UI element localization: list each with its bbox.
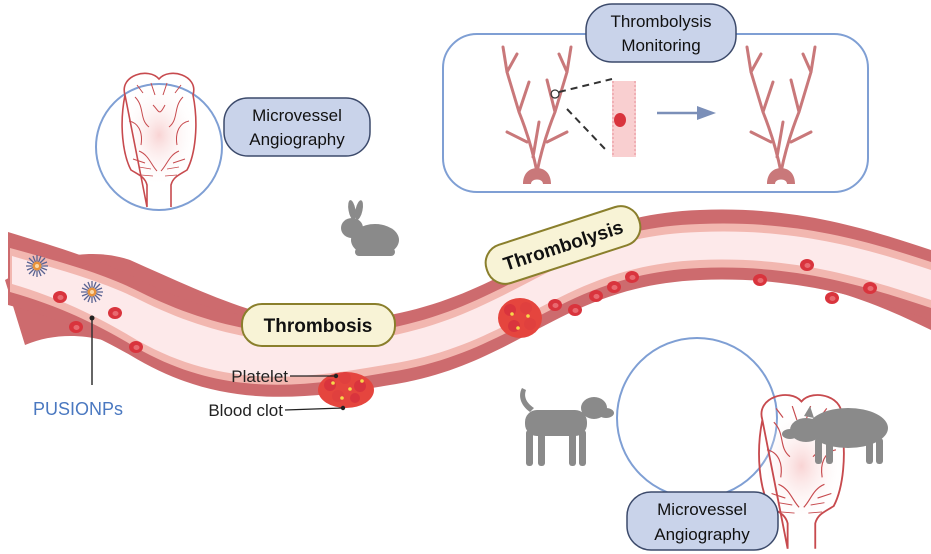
nanoparticle-icon xyxy=(80,280,104,304)
dissolving-clot-icon xyxy=(498,298,542,338)
svg-text:Microvessel: Microvessel xyxy=(252,106,342,125)
thrombolysis-monitoring-panel: Thrombolysis Monitoring xyxy=(442,3,869,193)
svg-text:Monitoring: Monitoring xyxy=(621,36,700,55)
nanoparticle-label: PUSIONPs xyxy=(33,399,123,419)
platelet-label: Platelet xyxy=(231,367,288,386)
svg-text:Angiography: Angiography xyxy=(654,525,750,544)
svg-text:Thrombosis: Thrombosis xyxy=(264,316,373,337)
nanoparticle-icon xyxy=(25,254,49,278)
thrombosis-badge: Thrombosis xyxy=(241,303,396,347)
svg-text:Angiography: Angiography xyxy=(249,130,345,149)
blood-clot-label: Blood clot xyxy=(208,401,283,420)
microvessel-angiography-bottom: Microvessel Angiography xyxy=(616,337,847,551)
blood-clot-icon xyxy=(318,372,374,408)
vessel-lumen xyxy=(12,231,931,377)
rabbit-icon xyxy=(341,200,399,256)
svg-text:Thrombolysis: Thrombolysis xyxy=(610,12,711,31)
pig-icon xyxy=(782,406,888,464)
microvessel-angiography-top: Microvessel Angiography xyxy=(95,72,371,211)
dog-icon xyxy=(520,388,614,466)
svg-text:Microvessel: Microvessel xyxy=(657,500,747,519)
